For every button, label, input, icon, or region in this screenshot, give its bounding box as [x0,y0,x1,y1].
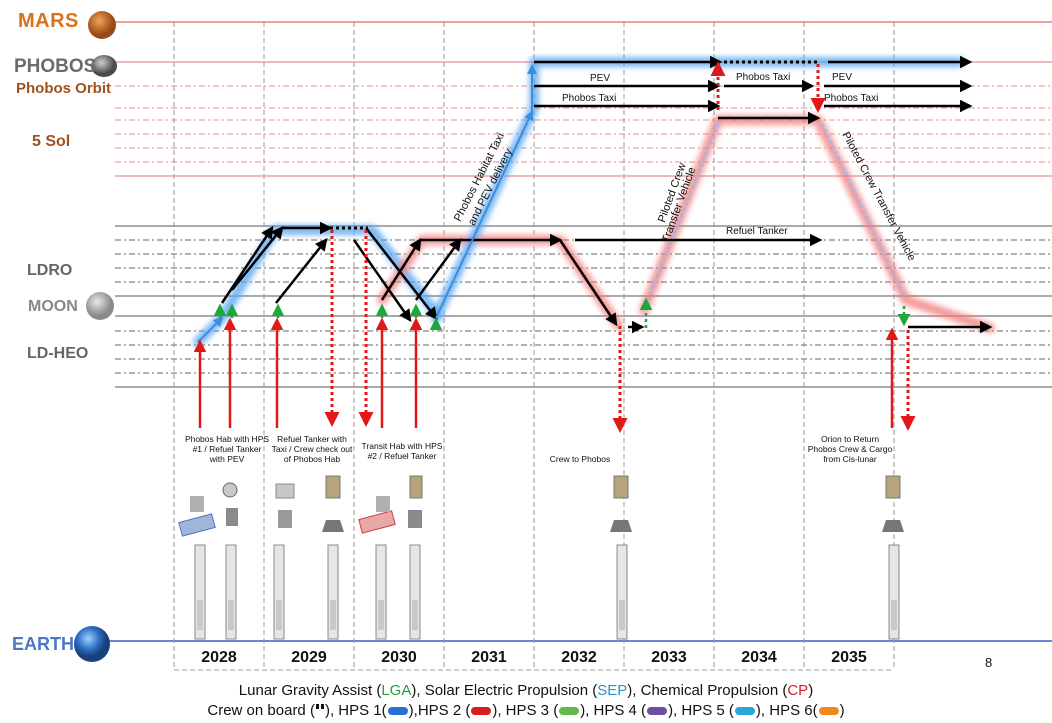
legend-sep: SEP [597,682,628,699]
phobos-label: PHOBOS [14,56,97,77]
rocket-icon [888,544,900,640]
lga-dotted [639,297,911,328]
5sol-label: 5 Sol [32,133,71,150]
rocket-icon [327,544,339,640]
rocket-icon [616,544,628,640]
earth-label: EARTH [12,634,74,654]
phobos-orbit-label: Phobos Orbit [16,80,111,97]
legend-line-hps: Crew on board (), HPS 1(),HPS 2 (), HPS … [207,702,845,719]
route-label-pev: PEV [590,73,611,84]
rocket-icon [273,544,285,640]
cp-launch-arrows [193,317,899,428]
mission-caption: Crew to Phobos [549,454,611,464]
route-label-refuel-tanker: Refuel Tanker [726,226,788,237]
route-label-phobos-taxi: Phobos Taxi [562,93,617,104]
phobos-icon [91,55,117,77]
sep-dotted [646,123,906,301]
route-label-phobos-taxi: Phobos Taxi [736,72,791,83]
crew-icon [315,702,325,716]
mars-icon [88,11,116,39]
ldheo-label: LD-HEO [27,345,89,362]
year-label: 2031 [471,649,507,666]
rocket-icon [225,544,237,640]
transfer-arrows [220,55,993,334]
hps-glow-paths [193,57,995,347]
mission-caption: Transit Hab with HPS#2 / Refuel Tanker [361,441,443,461]
year-label: 2035 [831,649,867,666]
cp-dotted-arrows [324,61,916,433]
hps5-swatch [734,707,755,716]
legend-line-propulsion: Lunar Gravity Assist (LGA), Solar Electr… [238,682,814,699]
hps2-swatch [471,707,492,716]
level-lines [100,21,1052,642]
sep-arrows [197,64,537,343]
route-label-phobos-taxi: Phobos Taxi [824,93,879,104]
ldro-label: LDRO [27,262,73,279]
launch-vehicles [194,544,900,640]
year-label: 2028 [201,649,237,666]
lga-arrows [213,303,443,330]
year-label: 2030 [381,649,417,666]
route-label-pev: PEV [832,72,853,83]
moon-label: MOON [28,298,78,315]
solar-array-icon [178,513,216,537]
solar-array-icon [358,510,396,534]
legend-cp: CP [787,682,809,699]
earth-icon [74,626,110,662]
rocket-icon [375,544,387,640]
page-number: 8 [985,655,993,670]
hps6-swatch [818,707,839,716]
legend-lga: LGA [381,682,412,699]
year-label: 2029 [291,649,327,666]
year-label: 2033 [651,649,687,666]
rocket-icon [194,544,206,640]
year-label: 2032 [561,649,597,666]
payload-spacecraft [178,475,904,537]
rocket-icon [409,544,421,640]
hps3-swatch [559,707,580,716]
mars-label: MARS [18,10,79,32]
year-label: 2034 [741,649,777,666]
moon-icon [86,292,114,320]
hps1-swatch [387,707,408,716]
hps4-swatch [647,707,668,716]
